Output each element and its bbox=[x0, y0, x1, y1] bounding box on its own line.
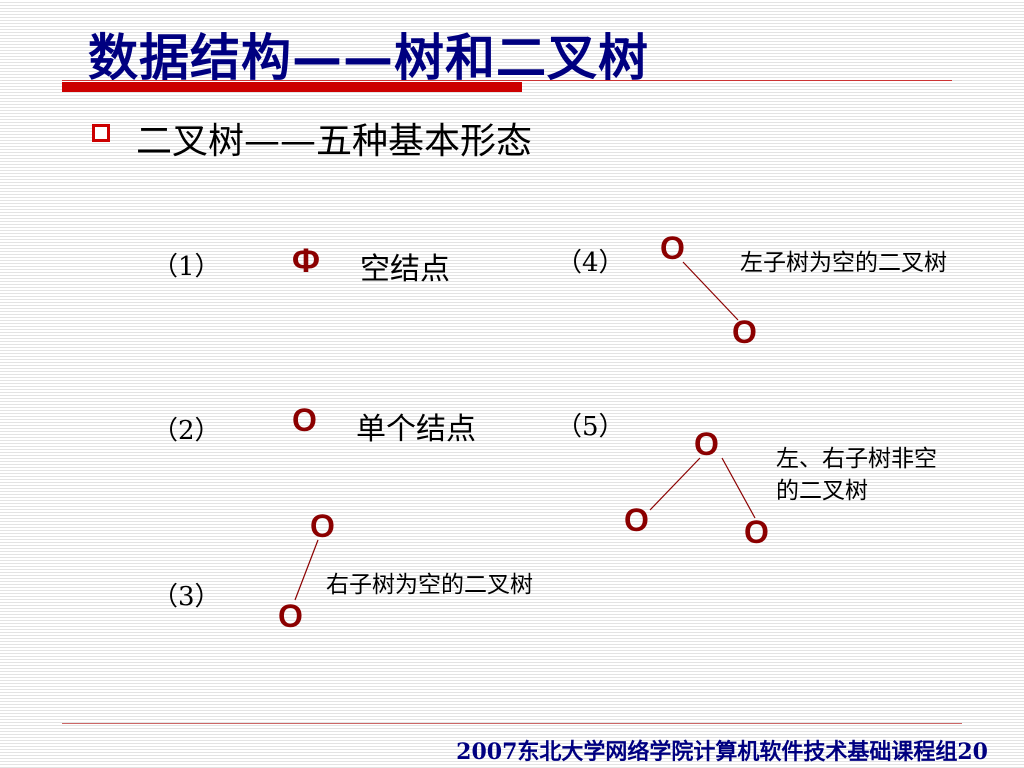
square-bullet-icon bbox=[92, 124, 110, 142]
form-4-label: 左子树为空的二叉树 bbox=[740, 250, 947, 276]
form-3-number: （3） bbox=[152, 582, 221, 612]
page-title: 数据结构——树和二叉树 bbox=[88, 29, 649, 87]
form-5-number: （5） bbox=[556, 412, 625, 442]
footer-text: 2007东北大学网络学院计算机软件技术基础课程组20 bbox=[456, 739, 988, 765]
footer-divider bbox=[62, 723, 962, 724]
edge-f4 bbox=[682, 261, 739, 321]
form-5-root-node: O bbox=[694, 426, 719, 462]
form-1-number: （1） bbox=[152, 252, 221, 282]
edge-f5-right bbox=[721, 457, 756, 519]
form-2-number: （2） bbox=[152, 416, 221, 446]
title-underline bbox=[62, 80, 952, 81]
edge-f5-left bbox=[649, 457, 701, 511]
form-5-label-line-1: 左、右子树非空 bbox=[776, 446, 937, 472]
form-2-node: O bbox=[292, 402, 317, 438]
form-3-root-node: O bbox=[310, 508, 335, 544]
form-4-root-node: O bbox=[660, 230, 685, 266]
title-accent-bar bbox=[62, 82, 522, 92]
form-5-left-child-node: O bbox=[624, 502, 649, 538]
form-2-label: 单个结点 bbox=[356, 412, 476, 447]
edge-f3 bbox=[294, 539, 319, 601]
form-4-right-child-node: O bbox=[732, 314, 757, 350]
form-3-left-child-node: O bbox=[278, 598, 303, 634]
form-5-right-child-node: O bbox=[744, 514, 769, 550]
form-4-number: （4） bbox=[556, 248, 625, 278]
form-1-label: 空结点 bbox=[360, 252, 450, 287]
form-5-label-line-2: 的二叉树 bbox=[776, 478, 868, 504]
empty-node-symbol: Φ bbox=[292, 242, 320, 280]
subtitle: 二叉树——五种基本形态 bbox=[136, 121, 533, 162]
form-3-label: 右子树为空的二叉树 bbox=[326, 572, 533, 598]
